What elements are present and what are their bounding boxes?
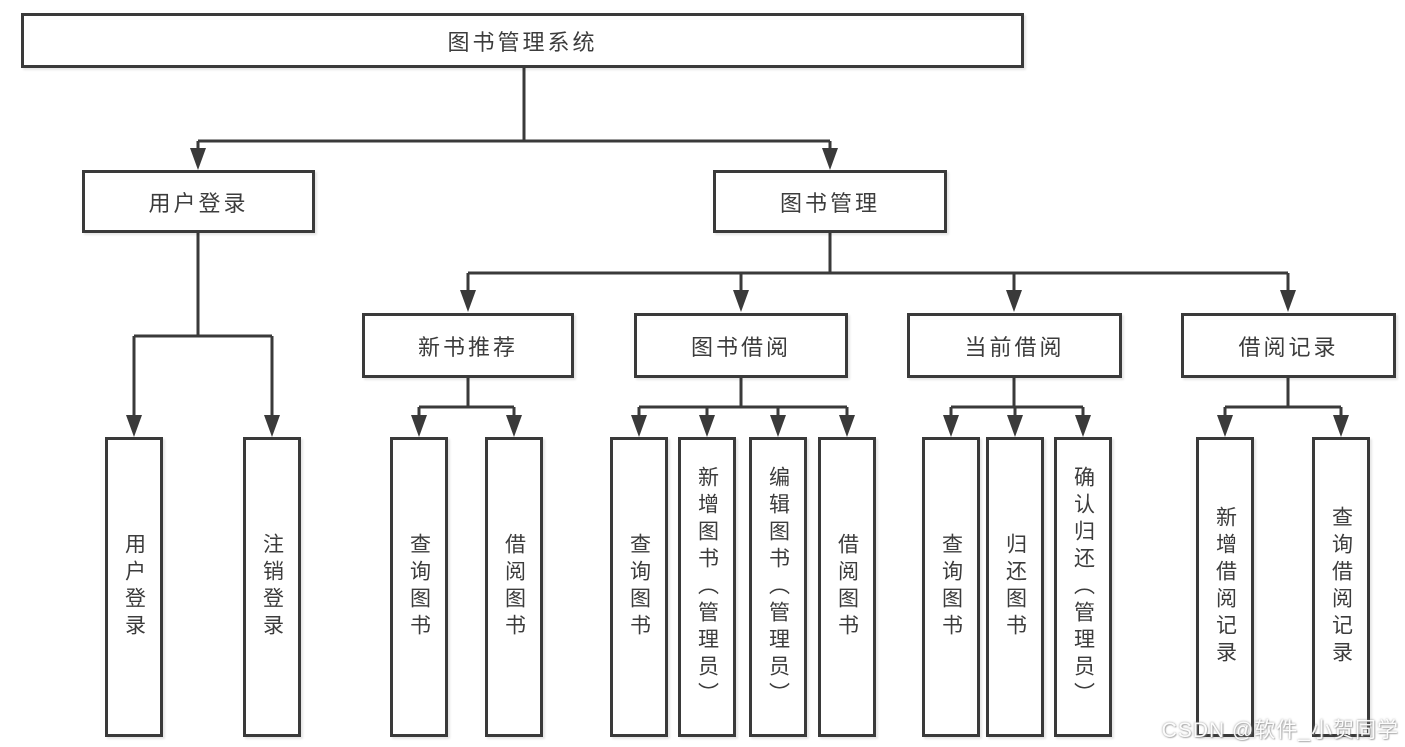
node-root: 图书管理系统 [21, 13, 1024, 68]
node-root-label: 图书管理系统 [447, 29, 598, 55]
leaf-borrowing-add-books-admin-label: 新增图书（管理员） [695, 465, 719, 709]
leaf-records-query-record-label: 查询借阅记录 [1329, 506, 1353, 668]
arrowhead-icons [126, 148, 1349, 437]
leaf-borrowing-query-books: 查询图书 [610, 437, 668, 737]
leaf-records-add-record-label: 新增借阅记录 [1213, 506, 1237, 668]
leaf-logout-label: 注销登录 [260, 533, 284, 641]
leaf-records-query-record: 查询借阅记录 [1312, 437, 1370, 737]
leaf-newbooks-borrow-books: 借阅图书 [485, 437, 543, 737]
node-user-login: 用户登录 [82, 170, 315, 233]
leaf-borrowing-edit-books-admin: 编辑图书（管理员） [749, 437, 807, 737]
leaf-current-query-books-label: 查询图书 [939, 533, 963, 641]
leaf-user-login-label: 用户登录 [122, 533, 146, 641]
watermark: CSDN @软件_小贺同学 [1161, 719, 1399, 742]
leaf-newbooks-query-books-label: 查询图书 [407, 533, 431, 641]
leaf-user-login: 用户登录 [105, 437, 163, 737]
node-book-management-label: 图书管理 [779, 190, 880, 216]
leaf-current-return-books-label: 归还图书 [1003, 533, 1027, 641]
node-current-borrowing: 当前借阅 [907, 313, 1122, 378]
node-book-borrowing: 图书借阅 [634, 313, 848, 378]
leaf-borrowing-add-books-admin: 新增图书（管理员） [678, 437, 736, 737]
leaf-newbooks-borrow-books-label: 借阅图书 [502, 533, 526, 641]
leaf-current-confirm-return-admin: 确认归还（管理员） [1054, 437, 1112, 737]
leaf-current-return-books: 归还图书 [986, 437, 1044, 737]
leaf-logout: 注销登录 [243, 437, 301, 737]
node-book-borrowing-label: 图书借阅 [690, 334, 791, 360]
leaf-borrowing-borrow-books-label: 借阅图书 [835, 533, 859, 641]
node-book-management: 图书管理 [713, 170, 947, 233]
leaf-current-query-books: 查询图书 [922, 437, 980, 737]
leaf-borrowing-edit-books-admin-label: 编辑图书（管理员） [766, 465, 790, 709]
leaf-records-add-record: 新增借阅记录 [1196, 437, 1254, 737]
leaf-borrowing-borrow-books: 借阅图书 [818, 437, 876, 737]
node-new-book-recommend-label: 新书推荐 [417, 334, 518, 360]
leaf-current-confirm-return-admin-label: 确认归还（管理员） [1071, 465, 1095, 709]
node-borrow-records: 借阅记录 [1181, 313, 1396, 378]
node-current-borrowing-label: 当前借阅 [964, 334, 1065, 360]
connector-lines [132, 68, 1343, 418]
leaf-newbooks-query-books: 查询图书 [390, 437, 448, 737]
leaf-borrowing-query-books-label: 查询图书 [627, 533, 651, 641]
node-new-book-recommend: 新书推荐 [362, 313, 574, 378]
node-borrow-records-label: 借阅记录 [1238, 334, 1339, 360]
node-user-login-label: 用户登录 [148, 190, 249, 216]
